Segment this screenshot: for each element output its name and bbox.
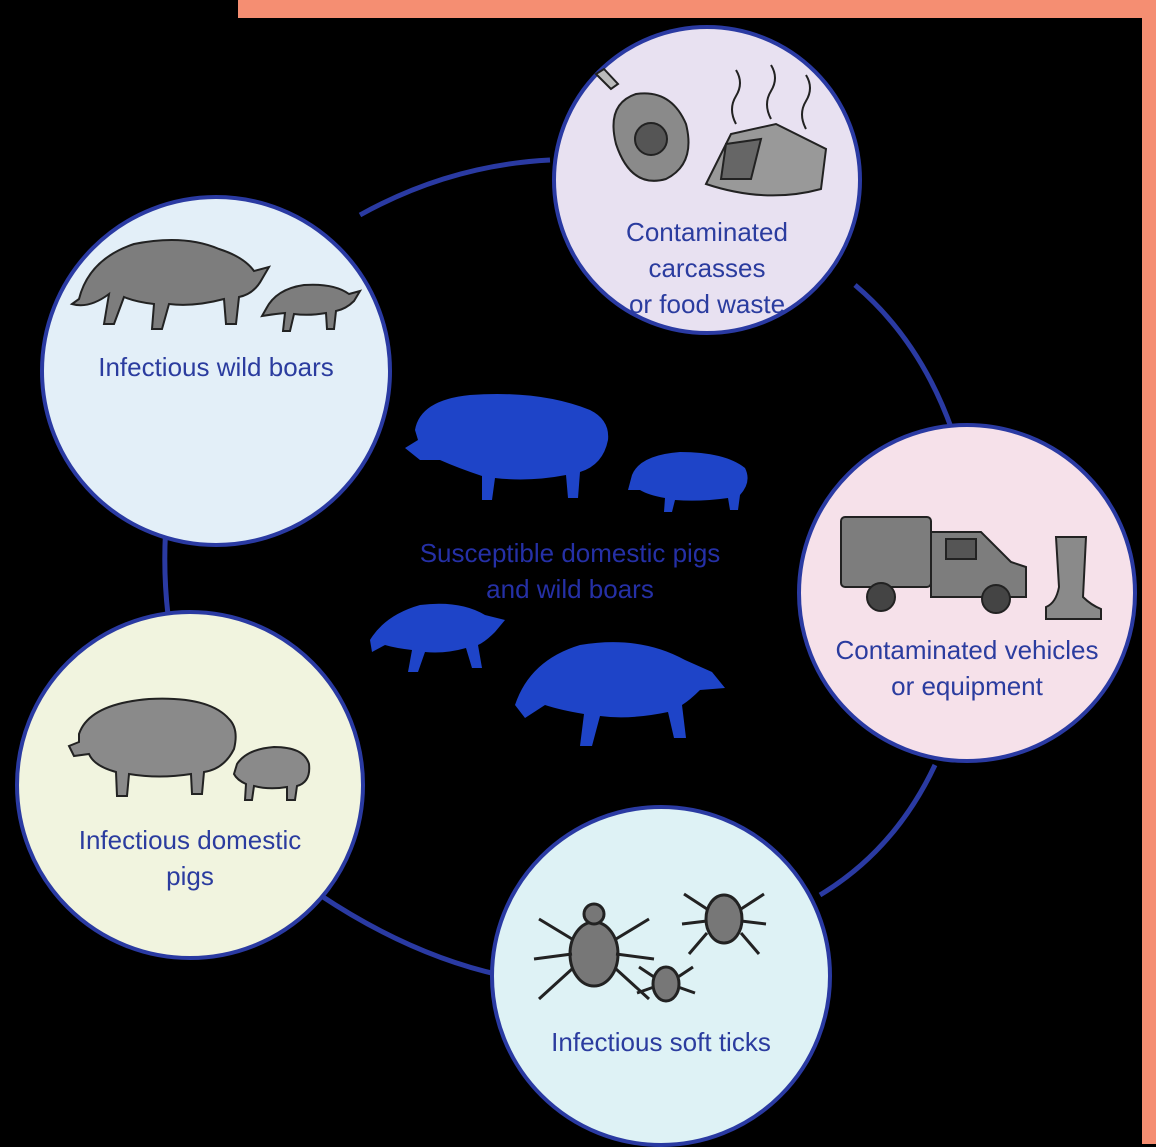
node-label: Contaminated carcasses or food waste: [626, 217, 788, 319]
wild-boar-icon: [370, 603, 505, 672]
center-label: Susceptible domestic pigs and wild boars: [419, 538, 721, 604]
frame-right-edge: [1142, 0, 1156, 1144]
ring-arc-top: [358, 157, 551, 218]
node-contaminated-vehicles: Contaminated vehicles or equipment: [797, 423, 1137, 763]
node-label: Contaminated vehicles or equipment: [835, 635, 1099, 701]
node-label: Infectious wild boars: [98, 352, 334, 382]
domestic-pig-icon: [628, 452, 748, 512]
truck-and-boot-icon: [840, 516, 1102, 620]
wild-boar-icon: [515, 642, 725, 746]
ring-arc-right-lower: [818, 763, 938, 898]
ring-arc-bottom: [318, 892, 501, 978]
node-infectious-soft-ticks: Infectious soft ticks: [490, 805, 832, 1147]
wild-boar-icon: [69, 239, 363, 332]
node-infectious-wild-boars: Infectious wild boars: [40, 195, 392, 547]
node-label: Infectious soft ticks: [551, 1027, 771, 1057]
meat-and-waste-icon: [594, 64, 828, 197]
domestic-pig-icon: [405, 394, 609, 500]
frame-top-edge: [238, 0, 1156, 18]
node-label: Infectious domestic pigs: [78, 825, 302, 891]
pig-icon: [67, 697, 311, 801]
node-contaminated-carcasses: Contaminated carcasses or food waste: [552, 25, 862, 335]
ring-arc-right-upper: [853, 283, 955, 431]
node-infectious-domestic-pigs: Infectious domestic pigs: [15, 610, 365, 960]
tick-icon: [533, 892, 767, 1003]
